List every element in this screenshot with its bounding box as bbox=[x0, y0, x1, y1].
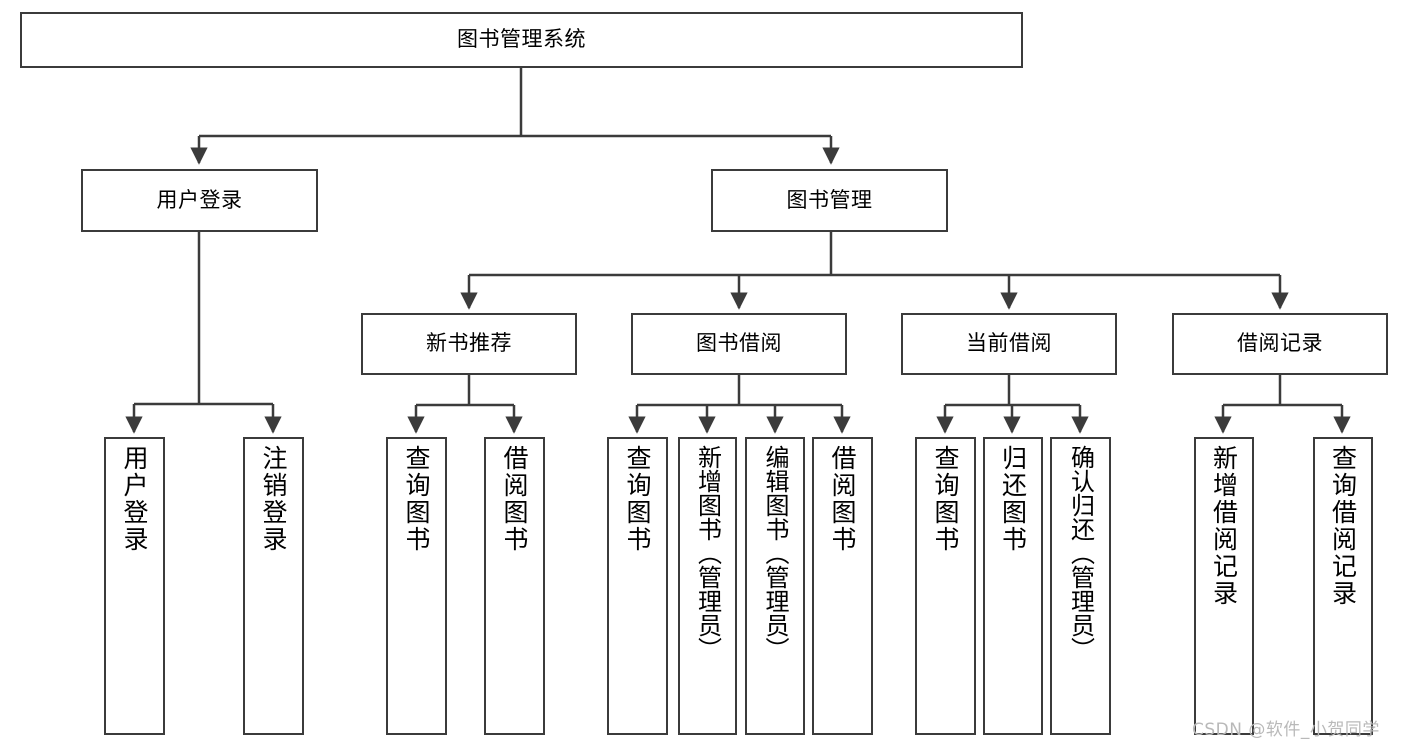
node-label: 确认归还（管理员） bbox=[1066, 445, 1095, 661]
node-leaf-user-login[interactable]: 用户登录 bbox=[104, 437, 165, 735]
node-leaf-borrow-book[interactable]: 借阅图书 bbox=[812, 437, 873, 735]
node-current-borrow[interactable]: 当前借阅 bbox=[901, 313, 1117, 375]
node-label: 查询借阅记录 bbox=[1328, 445, 1358, 607]
node-label: 图书管理系统 bbox=[457, 27, 586, 52]
node-borrow-record[interactable]: 借阅记录 bbox=[1172, 313, 1388, 375]
node-label: 当前借阅 bbox=[966, 331, 1052, 356]
node-label: 图书借阅 bbox=[696, 331, 782, 356]
node-label: 图书管理 bbox=[786, 187, 873, 212]
node-label: 编辑图书（管理员） bbox=[761, 445, 789, 661]
node-leaf-confirm-return-admin[interactable]: 确认归还（管理员） bbox=[1050, 437, 1111, 735]
node-label: 查询图书 bbox=[623, 445, 652, 553]
node-book-borrow[interactable]: 图书借阅 bbox=[631, 313, 847, 375]
node-leaf-add-borrow-record[interactable]: 新增借阅记录 bbox=[1194, 437, 1254, 735]
node-leaf-query-borrow-record[interactable]: 查询借阅记录 bbox=[1313, 437, 1373, 735]
node-leaf-return-book[interactable]: 归还图书 bbox=[983, 437, 1043, 735]
node-leaf-borrow-book-recommend[interactable]: 借阅图书 bbox=[484, 437, 545, 735]
node-label: 新增图书（管理员） bbox=[693, 445, 722, 661]
node-label: 新书推荐 bbox=[426, 331, 512, 356]
node-label: 查询图书 bbox=[402, 445, 431, 553]
node-book-management[interactable]: 图书管理 bbox=[711, 169, 948, 232]
node-leaf-add-book-admin[interactable]: 新增图书（管理员） bbox=[678, 437, 737, 735]
node-label: 借阅记录 bbox=[1237, 331, 1323, 356]
node-label: 归还图书 bbox=[998, 445, 1028, 553]
node-leaf-edit-book-admin[interactable]: 编辑图书（管理员） bbox=[745, 437, 805, 735]
node-new-book-recommend[interactable]: 新书推荐 bbox=[361, 313, 577, 375]
node-leaf-query-book-borrow[interactable]: 查询图书 bbox=[607, 437, 668, 735]
node-label: 用户登录 bbox=[156, 187, 243, 212]
node-label: 借阅图书 bbox=[500, 445, 529, 553]
node-label: 借阅图书 bbox=[828, 445, 857, 553]
node-user-login[interactable]: 用户登录 bbox=[81, 169, 318, 232]
node-label: 新增借阅记录 bbox=[1209, 445, 1239, 607]
node-leaf-query-book-recommend[interactable]: 查询图书 bbox=[386, 437, 447, 735]
node-label: 用户登录 bbox=[120, 445, 149, 553]
node-label: 查询图书 bbox=[931, 445, 960, 553]
node-leaf-query-book-current[interactable]: 查询图书 bbox=[915, 437, 976, 735]
node-leaf-logout[interactable]: 注销登录 bbox=[243, 437, 304, 735]
node-label: 注销登录 bbox=[259, 445, 288, 553]
node-root-book-management-system[interactable]: 图书管理系统 bbox=[20, 12, 1023, 68]
csdn-watermark: CSDN @软件_小贺同学 bbox=[1192, 720, 1380, 740]
